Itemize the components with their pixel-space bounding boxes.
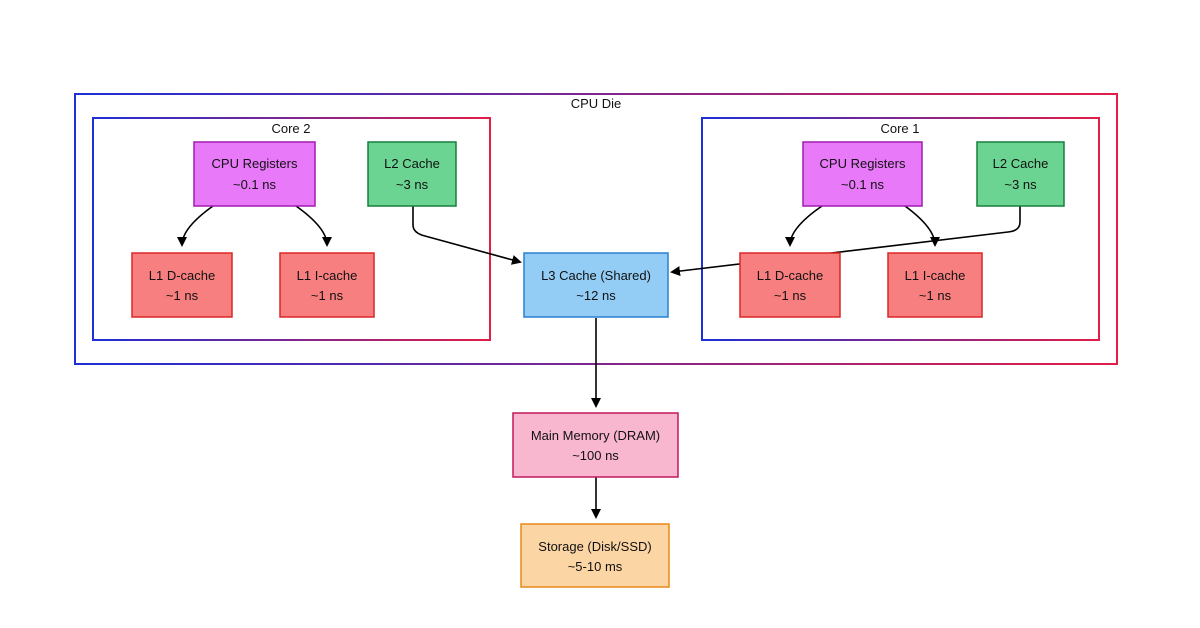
edge-c2-regs-to-l1i <box>295 205 332 247</box>
node-latency: ~12 ns <box>576 288 616 303</box>
node-l3-cache: L3 Cache (Shared) ~12 ns <box>523 252 669 318</box>
node-core1-cpu-registers: CPU Registers ~0.1 ns <box>802 141 923 207</box>
node-storage: Storage (Disk/SSD) ~5-10 ms <box>520 523 670 588</box>
node-latency: ~1 ns <box>166 288 199 303</box>
node-latency: ~1 ns <box>774 288 807 303</box>
node-label: Storage (Disk/SSD) <box>538 539 651 554</box>
node-core2-l2-cache: L2 Cache ~3 ns <box>367 141 457 207</box>
group-core-2: Core 2 <box>92 117 491 341</box>
node-core1-l1-icache: L1 I-cache ~1 ns <box>887 252 983 318</box>
node-latency: ~5-10 ms <box>568 559 623 574</box>
node-latency: ~1 ns <box>311 288 344 303</box>
node-label: L2 Cache <box>993 156 1049 171</box>
node-label: L1 I-cache <box>297 268 358 283</box>
node-label: L1 D-cache <box>149 268 215 283</box>
node-core1-l1-dcache: L1 D-cache ~1 ns <box>739 252 841 318</box>
node-label: L1 D-cache <box>757 268 823 283</box>
node-label: L3 Cache (Shared) <box>541 268 651 283</box>
node-label: CPU Registers <box>820 156 906 171</box>
node-main-memory: Main Memory (DRAM) ~100 ns <box>512 412 679 478</box>
node-latency: ~0.1 ns <box>233 177 277 192</box>
edge-c1-l2-to-l3 <box>670 206 1021 277</box>
node-core1-l2-cache: L2 Cache ~3 ns <box>976 141 1065 207</box>
edges <box>177 205 1021 519</box>
edge-c1-regs-to-l1i <box>904 205 940 247</box>
node-label: L2 Cache <box>384 156 440 171</box>
core-1-label: Core 1 <box>880 121 919 136</box>
group-core-1: Core 1 <box>701 117 1100 341</box>
node-label: Main Memory (DRAM) <box>531 428 660 443</box>
node-core2-cpu-registers: CPU Registers ~0.1 ns <box>193 141 316 207</box>
edge-c2-regs-to-l1d <box>177 205 214 247</box>
node-latency: ~3 ns <box>396 177 429 192</box>
edge-c1-regs-to-l1d <box>785 205 823 247</box>
core-2-label: Core 2 <box>271 121 310 136</box>
edge-c2-l2-to-l3 <box>412 206 522 265</box>
node-latency: ~100 ns <box>572 448 619 463</box>
node-core2-l1-icache: L1 I-cache ~1 ns <box>279 252 375 318</box>
node-latency: ~3 ns <box>1004 177 1037 192</box>
cpu-die-label: CPU Die <box>571 96 622 111</box>
node-latency: ~0.1 ns <box>841 177 885 192</box>
node-label: CPU Registers <box>212 156 298 171</box>
node-latency: ~1 ns <box>919 288 952 303</box>
node-core2-l1-dcache: L1 D-cache ~1 ns <box>131 252 233 318</box>
node-label: L1 I-cache <box>905 268 966 283</box>
